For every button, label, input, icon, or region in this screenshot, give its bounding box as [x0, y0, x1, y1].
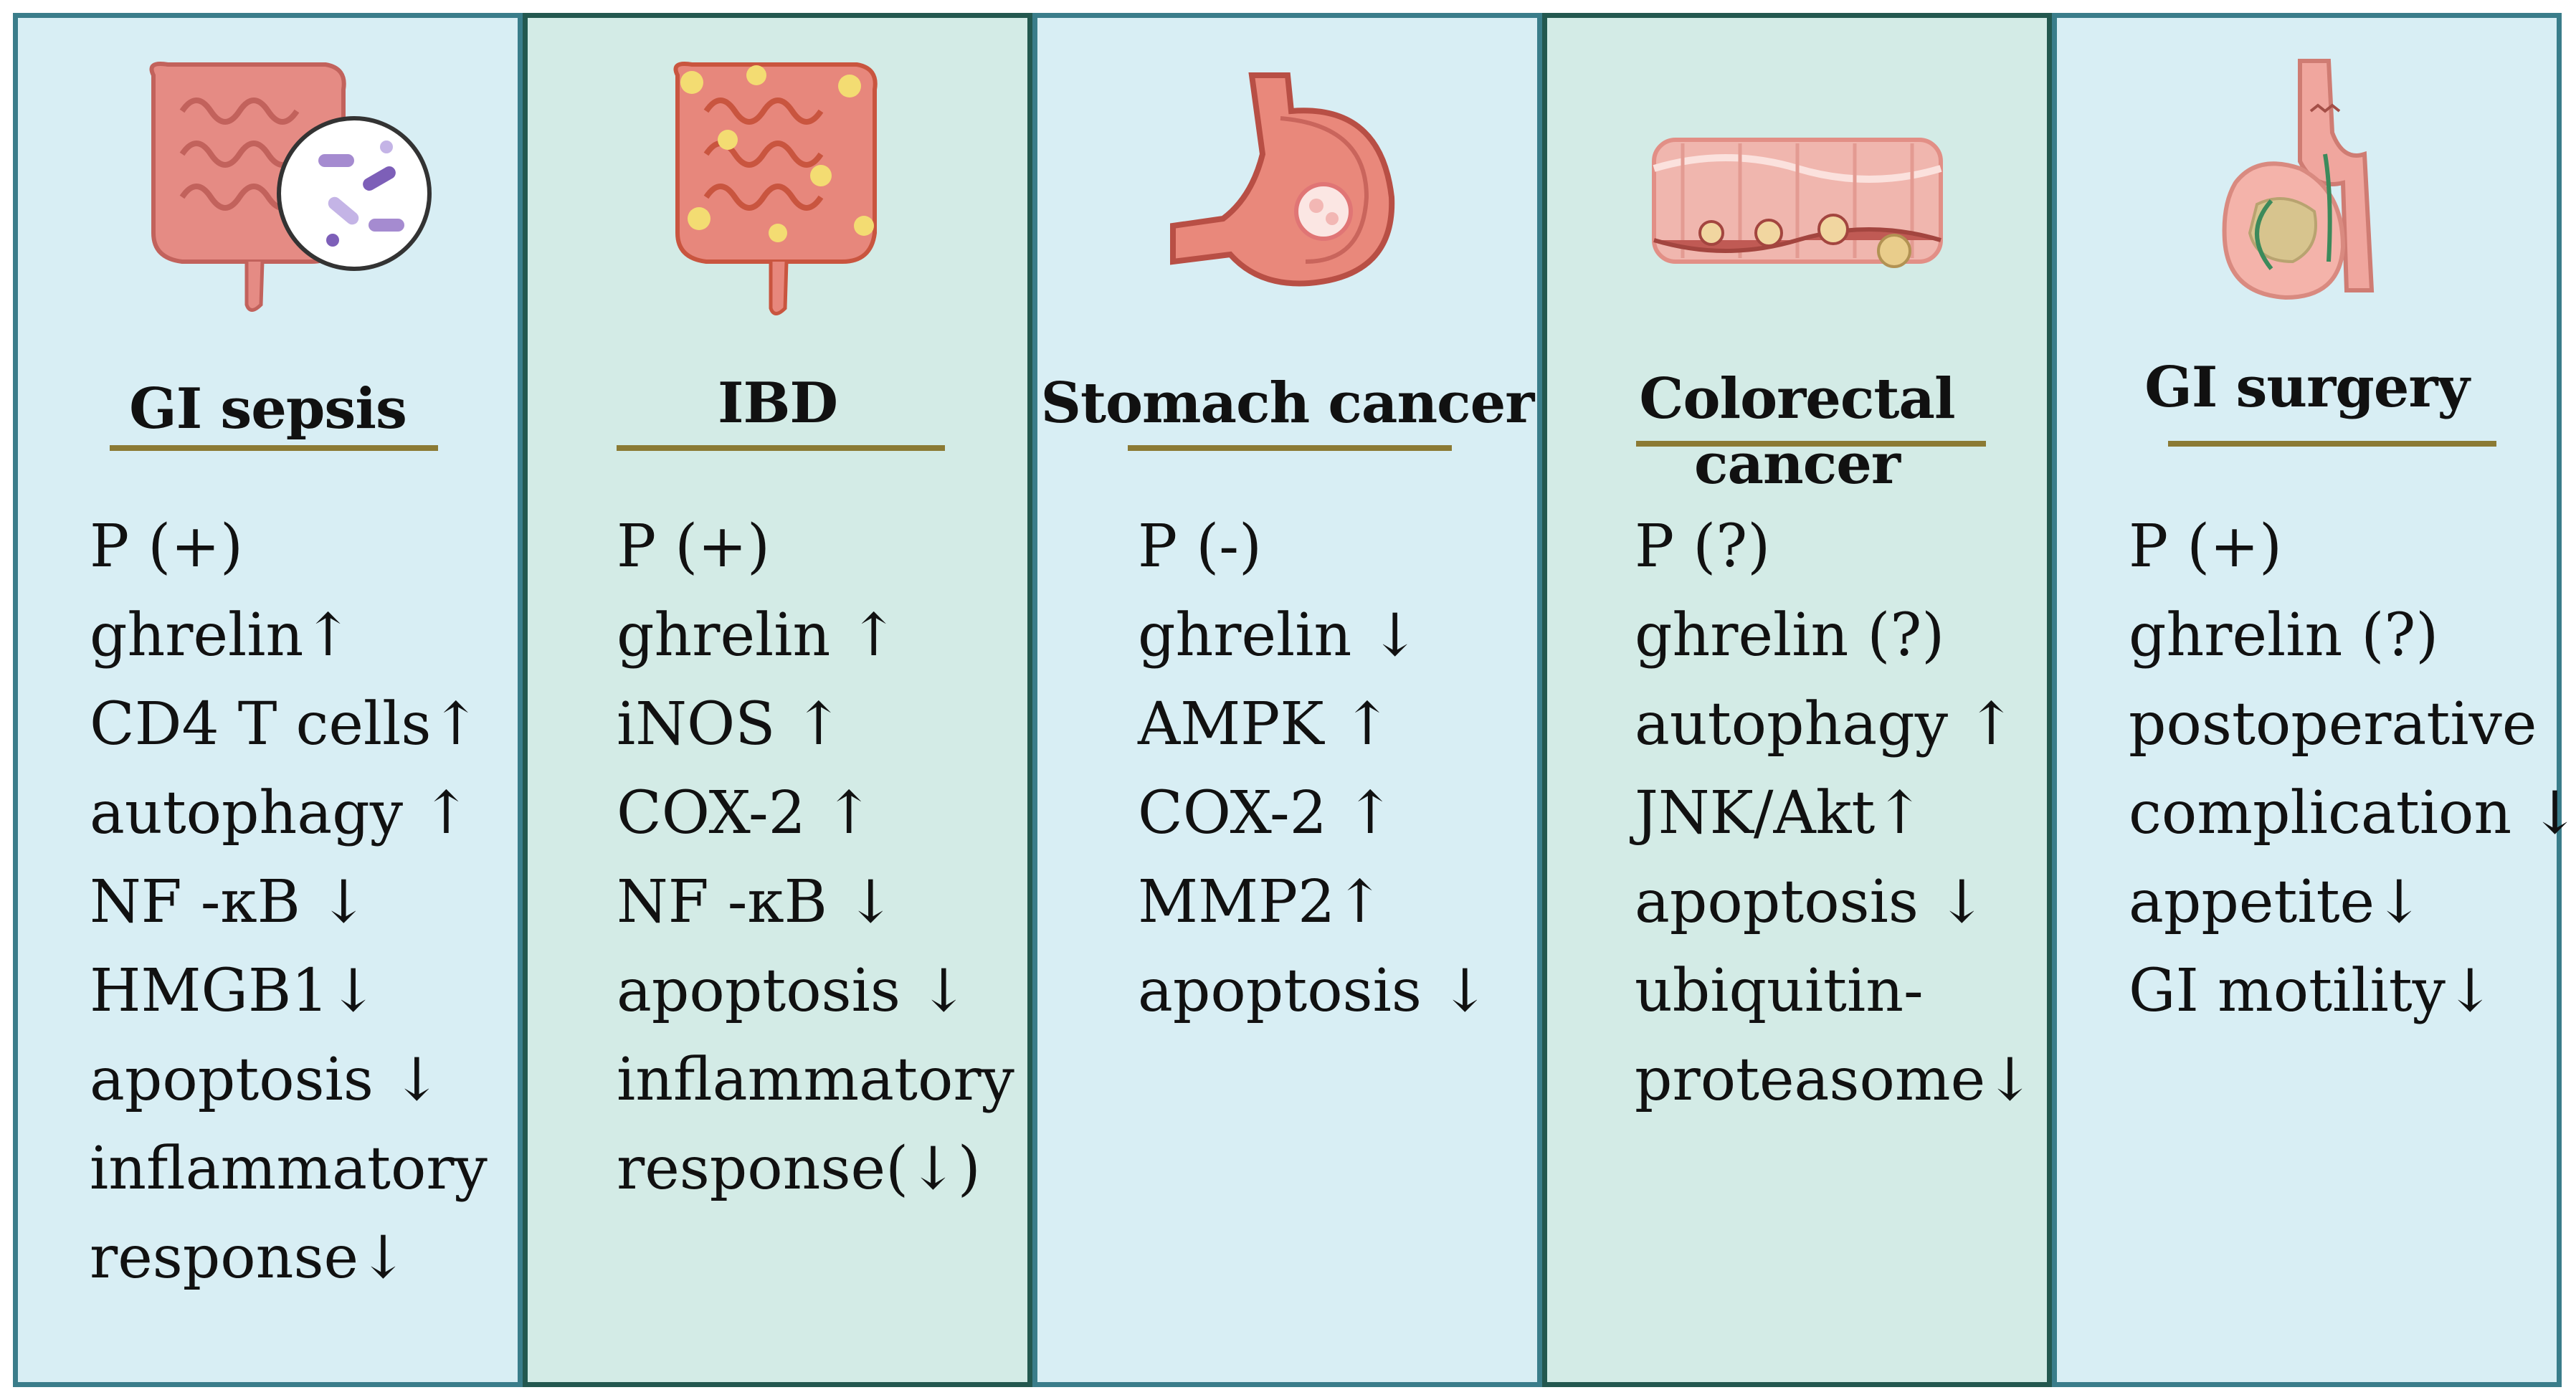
inflamed-intestine-icon: [528, 47, 1027, 333]
list-item: postoperative: [2129, 690, 2537, 758]
list-item: P (+): [617, 513, 770, 581]
panel-title: GI surgery: [2144, 355, 2470, 420]
panel-gi-sepsis: GI sepsis P (+) ghrelin↑ CD4 T cells↑ au…: [13, 13, 523, 1387]
list-item: JNK/Akt↑: [1635, 779, 1925, 847]
title-underline: [2168, 441, 2496, 447]
colon-polyp-icon: [1547, 47, 2047, 333]
list-item: COX-2 ↑: [1138, 779, 1395, 847]
title-underline: [1128, 445, 1452, 451]
panel-title: Colorectal cancer: [1639, 366, 1955, 497]
title-underline: [617, 445, 945, 451]
list-item: iNOS ↑: [617, 690, 844, 758]
gastric-bypass-icon: [2057, 47, 2557, 333]
list-item: NF -κB ↓: [90, 868, 369, 936]
intestine-bacteria-icon: [18, 47, 518, 333]
title-underline: [110, 445, 438, 451]
list-item: inflammatory: [617, 1046, 1014, 1114]
list-item: appetite↓: [2129, 868, 2424, 936]
list-item: CD4 T cells↑: [90, 690, 481, 758]
panel-title: IBD: [717, 371, 838, 436]
list-item: COX-2 ↑: [617, 779, 874, 847]
list-item: complication ↓: [2129, 779, 2576, 847]
list-item: apoptosis ↓: [90, 1046, 442, 1114]
effect-list: P (+) ghrelin (?) postoperative complica…: [2129, 503, 2576, 1036]
list-item: ghrelin↑: [90, 601, 353, 670]
list-item: proteasome↓: [1635, 1046, 2035, 1114]
panel-row: GI sepsis P (+) ghrelin↑ CD4 T cells↑ au…: [13, 13, 2576, 1387]
list-item: ghrelin ↑: [617, 601, 899, 670]
effect-list: P (?) ghrelin (?) autophagy ↑ JNK/Akt↑ a…: [1635, 503, 2035, 1125]
panel-stomach-cancer: Stomach cancer P (-) ghrelin ↓ AMPK ↑ CO…: [1032, 13, 1542, 1387]
list-item: autophagy ↑: [90, 779, 471, 847]
list-item: ghrelin (?): [1635, 601, 1945, 670]
effect-list: P (-) ghrelin ↓ AMPK ↑ COX-2 ↑ MMP2↑ apo…: [1138, 503, 1490, 1036]
list-item: MMP2↑: [1138, 868, 1384, 936]
panel-gi-surgery: GI surgery P (+) ghrelin (?) postoperati…: [2052, 13, 2576, 1387]
list-item: P (?): [1635, 513, 1771, 581]
list-item: P (-): [1138, 513, 1262, 581]
panel-colorectal-cancer: Colorectal cancer P (?) ghrelin (?) auto…: [1542, 13, 2052, 1387]
list-item: HMGB1↓: [90, 957, 379, 1025]
list-item: P (+): [2129, 513, 2282, 581]
panel-title: Stomach cancer: [1040, 371, 1535, 436]
stomach-tumor-icon: [1037, 47, 1537, 333]
list-item: ghrelin (?): [2129, 601, 2439, 670]
effect-list: P (+) ghrelin↑ CD4 T cells↑ autophagy ↑ …: [90, 503, 488, 1303]
panel-ibd: IBD P (+) ghrelin ↑ iNOS ↑ COX-2 ↑ NF -κ…: [523, 13, 1032, 1387]
list-item: autophagy ↑: [1635, 690, 2016, 758]
list-item: NF -κB ↓: [617, 868, 895, 936]
list-item: response(↓): [617, 1135, 981, 1203]
list-item: ubiquitin-: [1635, 957, 1924, 1025]
list-item: response↓: [90, 1224, 408, 1292]
list-item: AMPK ↑: [1138, 690, 1392, 758]
effect-list: P (+) ghrelin ↑ iNOS ↑ COX-2 ↑ NF -κB ↓ …: [617, 503, 1014, 1214]
panel-title: GI sepsis: [129, 376, 407, 442]
list-item: apoptosis ↓: [617, 957, 969, 1025]
list-item: apoptosis ↓: [1635, 868, 1987, 936]
title-underline: [1636, 441, 1986, 447]
list-item: inflammatory: [90, 1135, 488, 1203]
list-item: GI motility↓: [2129, 957, 2495, 1025]
list-item: P (+): [90, 513, 243, 581]
list-item: apoptosis ↓: [1138, 957, 1490, 1025]
list-item: ghrelin ↓: [1138, 601, 1420, 670]
